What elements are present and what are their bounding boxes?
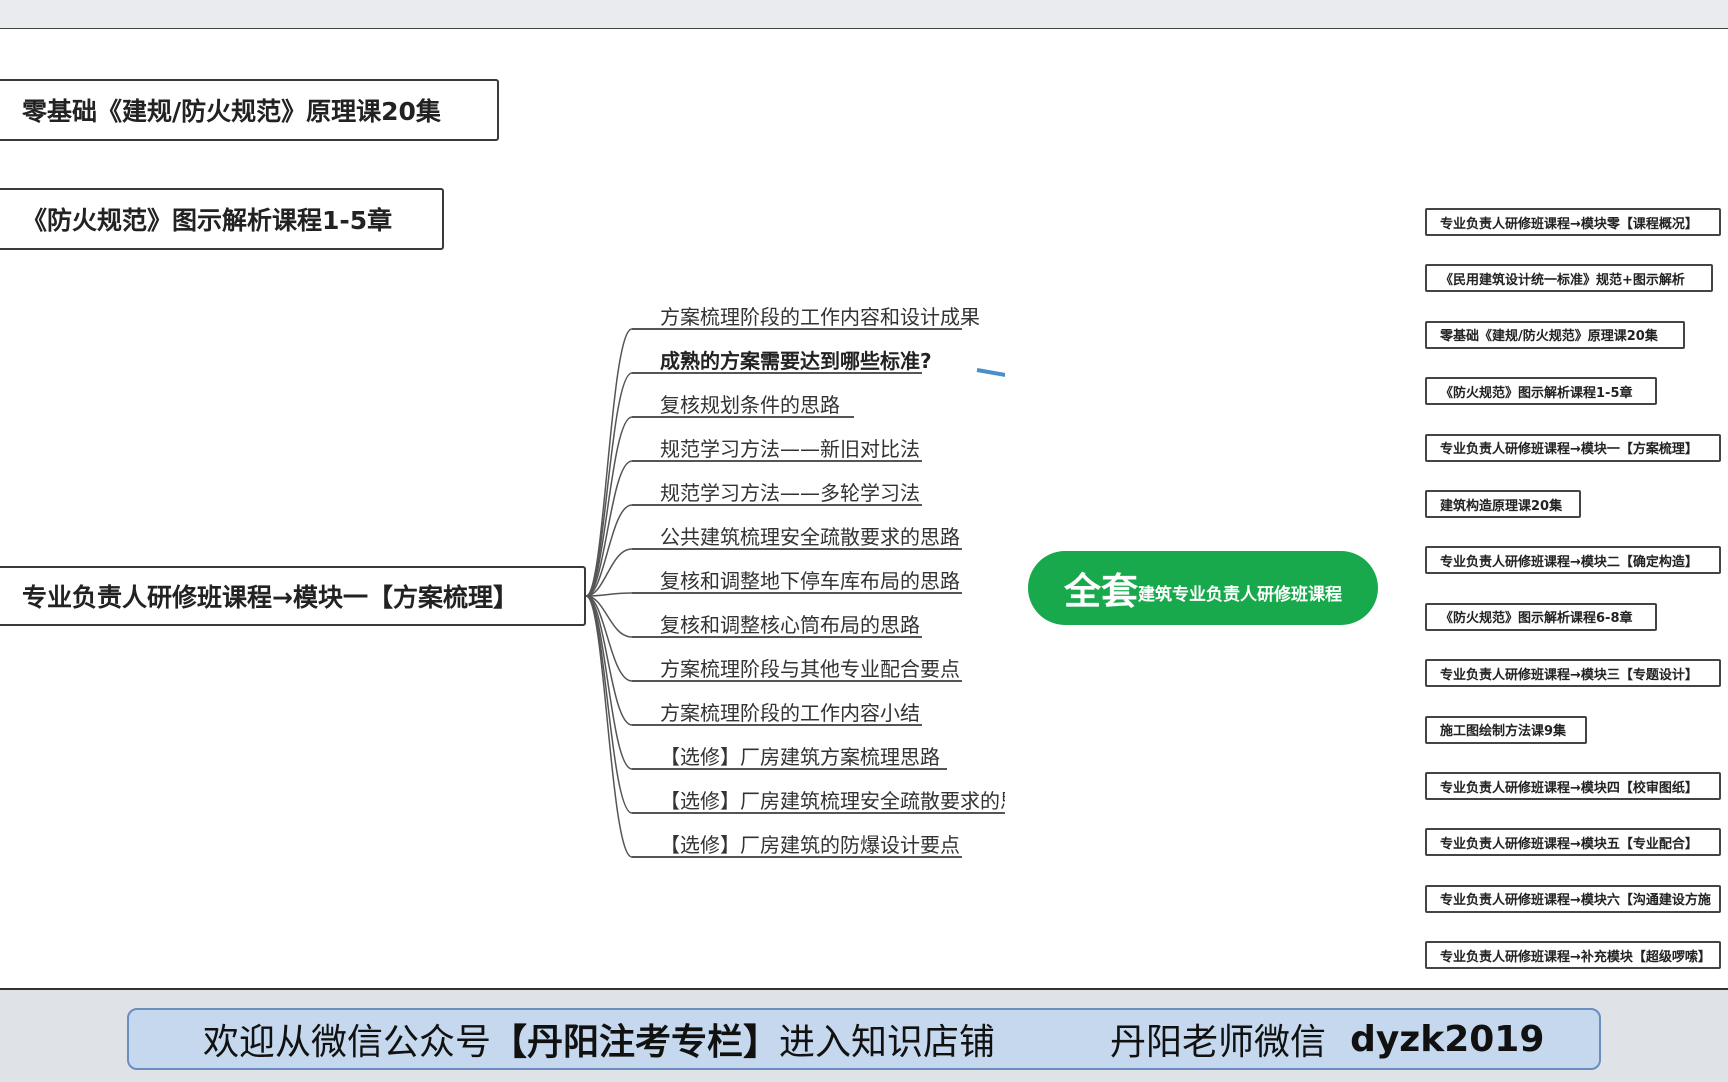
left-box-fire-code-illustrated: 《防火规范》图示解析课程1-5章	[0, 188, 444, 250]
sub-item-connector	[585, 595, 633, 726]
sub-item-connector	[585, 460, 633, 597]
sub-item: 方案梳理阶段的工作内容和设计成果	[660, 305, 980, 329]
course-item: 专业负责人研修班课程→模块零【课程概况】	[1425, 208, 1721, 236]
sub-item: 公共建筑梳理安全疏散要求的思路	[660, 525, 960, 549]
sub-item: 【选修】厂房建筑方案梳理思路	[660, 745, 940, 769]
sub-item-underline	[632, 724, 922, 726]
sub-item-connector	[585, 595, 633, 858]
course-item: 专业负责人研修班课程→模块四【校审图纸】	[1425, 772, 1721, 800]
sub-item-underline	[632, 812, 1005, 814]
left-box-label: 专业负责人研修班课程→模块一【方案梳理】	[22, 583, 518, 612]
sub-item-connector	[585, 595, 633, 638]
sub-item-connector	[585, 504, 633, 597]
course-item-label: 专业负责人研修班课程→模块零【课程概况】	[1440, 216, 1698, 232]
banner-text-3: 进入知识店铺	[779, 1022, 996, 1063]
sub-item-underline	[632, 328, 962, 330]
course-item-label: 专业负责人研修班课程→模块五【专业配合】	[1440, 836, 1698, 852]
course-item: 专业负责人研修班课程→模块六【沟通建设方施	[1425, 884, 1721, 913]
course-item: 建筑构造原理课20集	[1425, 490, 1581, 518]
sub-item: 【选修】厂房建筑梳理安全疏散要求的思	[660, 789, 1020, 813]
course-item: 《防火规范》图示解析课程6-8章	[1425, 602, 1657, 631]
course-item-label: 专业负责人研修班课程→模块六【沟通建设方施	[1440, 893, 1711, 909]
top-blueprint-strip	[0, 0, 1728, 29]
sub-item-connector	[585, 328, 633, 597]
left-box-label: 《防火规范》图示解析课程1-5章	[22, 206, 393, 235]
sub-item-underline	[632, 416, 854, 418]
center-node-small-label: 建筑专业负责人研修班课程	[1138, 584, 1342, 605]
course-item-label: 《民用建筑设计统一标准》规范+图示解析	[1440, 272, 1685, 288]
sub-item-connector	[585, 548, 633, 597]
course-item: 专业负责人研修班课程→补充模块【超级啰嗦】	[1425, 941, 1721, 970]
course-item: 专业负责人研修班课程→模块二【确定构造】	[1425, 546, 1721, 575]
promo-banner: 欢迎从微信公众号 【丹阳注考专栏】 进入知识店铺 丹阳老师微信 dyzk2019	[127, 1008, 1601, 1070]
sub-item-underline	[632, 372, 922, 374]
sub-item: 方案梳理阶段的工作内容小结	[660, 701, 920, 725]
banner-wechat-id: dyzk2019	[1350, 1018, 1545, 1060]
course-item: 专业负责人研修班课程→模块三【专题设计】	[1425, 659, 1721, 688]
course-item-label: 专业负责人研修班课程→模块三【专题设计】	[1440, 667, 1698, 683]
sub-item: 【选修】厂房建筑的防爆设计要点	[660, 833, 960, 857]
sub-item: 方案梳理阶段与其他专业配合要点	[660, 657, 960, 681]
course-item-label: 施工图绘制方法课9集	[1440, 724, 1567, 740]
course-item-label: 零基础《建规/防火规范》原理课20集	[1440, 329, 1658, 345]
sub-item-underline	[632, 592, 962, 594]
sub-item: 成熟的方案需要达到哪些标准?	[660, 349, 932, 373]
center-node-big-label: 全套	[1064, 570, 1138, 613]
course-item-label: 《防火规范》图示解析课程6-8章	[1440, 611, 1633, 627]
left-box-module-one: 专业负责人研修班课程→模块一【方案梳理】	[0, 566, 586, 626]
course-item: 施工图绘制方法课9集	[1425, 715, 1587, 744]
banner-text-4: 丹阳老师微信	[1110, 1022, 1327, 1063]
course-item: 专业负责人研修班课程→模块五【专业配合】	[1425, 828, 1721, 857]
left-box-label: 零基础《建规/防火规范》原理课20集	[22, 97, 441, 126]
course-item: 《民用建筑设计统一标准》规范+图示解析	[1425, 264, 1713, 293]
sub-item-underline	[632, 460, 922, 462]
sub-item-underline	[632, 504, 922, 506]
course-item: 《防火规范》图示解析课程1-5章	[1425, 377, 1657, 406]
sub-item-connector	[585, 372, 633, 597]
course-item-label: 专业负责人研修班课程→模块一【方案梳理】	[1440, 442, 1698, 458]
course-item: 专业负责人研修班课程→模块一【方案梳理】	[1425, 433, 1721, 462]
course-item-label: 专业负责人研修班课程→模块四【校审图纸】	[1440, 780, 1698, 796]
sub-item-connector	[585, 592, 633, 597]
course-item-label: 专业负责人研修班课程→补充模块【超级啰嗦】	[1440, 949, 1711, 965]
sub-item-underline	[632, 548, 962, 550]
sub-item-connector	[585, 416, 633, 597]
sub-item: 复核和调整地下停车库布局的思路	[660, 569, 960, 593]
sub-item-underline	[632, 856, 962, 858]
sub-item: 复核规划条件的思路	[660, 393, 840, 417]
banner-text-2: 【丹阳注考专栏】	[491, 1022, 780, 1063]
left-box-fire-code-basics: 零基础《建规/防火规范》原理课20集	[0, 79, 499, 141]
course-item-label: 专业负责人研修班课程→模块二【确定构造】	[1440, 554, 1698, 570]
sub-item-connector	[585, 595, 633, 814]
center-node-full-course: 全套 建筑专业负责人研修班课程	[1028, 551, 1378, 625]
banner-text-1: 欢迎从微信公众号	[203, 1022, 492, 1063]
sub-item-underline	[632, 768, 947, 770]
course-item-label: 《防火规范》图示解析课程1-5章	[1440, 385, 1633, 401]
course-item: 零基础《建规/防火规范》原理课20集	[1425, 320, 1685, 349]
sub-item-underline	[632, 680, 962, 682]
sub-item: 规范学习方法——新旧对比法	[660, 437, 920, 461]
sub-item: 规范学习方法——多轮学习法	[660, 481, 920, 505]
course-item-label: 建筑构造原理课20集	[1440, 498, 1563, 514]
sub-item-underline	[632, 636, 922, 638]
sub-item: 复核和调整核心筒布局的思路	[660, 613, 920, 637]
